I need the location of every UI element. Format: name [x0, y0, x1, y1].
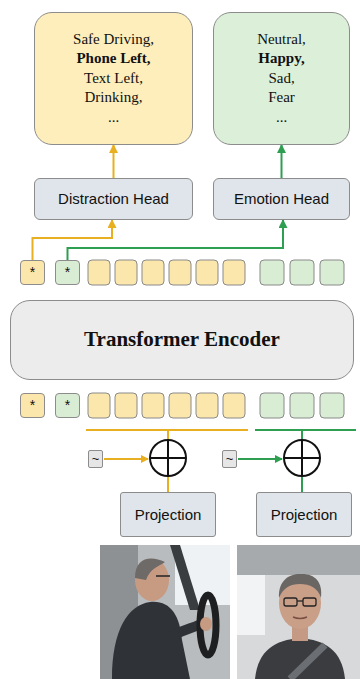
drawing-part — [88, 260, 110, 285]
node-label: Emotion Head — [234, 190, 329, 208]
drawing-part — [290, 260, 314, 285]
connector-arrow — [281, 145, 283, 178]
drawing-part — [115, 260, 137, 285]
node-label: ~ — [92, 451, 100, 467]
driver-side-photo — [100, 545, 230, 679]
cls-token: * — [20, 393, 45, 418]
node-label: ... — [108, 108, 119, 128]
drawing-part — [303, 598, 316, 606]
node-label: ~ — [226, 451, 234, 467]
drawing-part — [169, 260, 191, 285]
drawing-part — [284, 598, 297, 606]
drawing-part — [200, 617, 212, 631]
drawing-part — [301, 476, 303, 492]
drawing-part — [167, 440, 169, 476]
connector-arrow — [113, 145, 115, 178]
node-label: Projection — [135, 506, 202, 524]
drawing-part — [237, 545, 360, 575]
node-label: Neutral, — [257, 30, 306, 50]
drawing-part — [135, 559, 165, 580]
node-label: Fear — [268, 88, 295, 108]
drawing-part — [284, 440, 320, 476]
distraction-classes: Safe Driving,Phone Left,Text Left,Drinki… — [34, 12, 193, 145]
node-label: Phone Left, — [76, 49, 150, 69]
projection-box: Projection — [120, 492, 216, 537]
token-row-top — [88, 260, 344, 285]
head-box: Emotion Head — [213, 178, 350, 220]
drawing-part — [223, 393, 245, 418]
encoder-box: Transformer Encoder — [10, 300, 354, 380]
connector-arrow — [33, 220, 113, 260]
drawing-part — [293, 617, 307, 619]
drawing-part — [135, 559, 169, 601]
drawing-part — [237, 545, 360, 679]
node-label: * — [30, 264, 35, 281]
drawing-part — [88, 393, 110, 418]
node-label: * — [65, 264, 70, 281]
drawing-part — [301, 430, 303, 440]
node-label: * — [65, 397, 70, 414]
add-symbol — [150, 440, 320, 476]
drawing-part — [238, 458, 282, 460]
drawing-part — [301, 440, 303, 476]
node-label: Transformer Encoder — [84, 327, 280, 352]
head-box: Distraction Head — [34, 178, 193, 220]
drawing-part — [196, 393, 218, 418]
drawing-part — [167, 476, 169, 492]
projection-box: Projection — [256, 492, 352, 537]
drawing-part — [115, 393, 137, 418]
drawing-part — [142, 393, 164, 418]
drawing-part — [200, 595, 216, 655]
drawing-part — [112, 602, 190, 679]
cls-token: * — [20, 260, 45, 285]
drawing-part — [196, 260, 218, 285]
drawing-part — [290, 393, 314, 418]
node-label: Drinking, — [85, 88, 143, 108]
node-label: Sad, — [268, 69, 294, 89]
node-label: ... — [276, 108, 287, 128]
drawing-part — [290, 645, 325, 679]
drawing-part — [104, 458, 148, 460]
drawing-part — [320, 393, 344, 418]
input-wires — [86, 430, 356, 492]
drawing-part — [142, 260, 164, 285]
token-row-bottom — [88, 393, 344, 418]
drawing-part — [156, 575, 170, 577]
connector-arrow — [68, 220, 284, 260]
drawing-part — [169, 393, 191, 418]
drawing-part — [150, 440, 186, 476]
drawing-part — [320, 260, 344, 285]
emotion-classes: Neutral,Happy,Sad,Fear... — [213, 12, 350, 145]
drawing-part — [260, 393, 284, 418]
pos-embedding: ~ — [88, 450, 103, 468]
node-label: * — [30, 397, 35, 414]
node-label: Happy, — [258, 49, 304, 69]
cls-token: * — [55, 393, 80, 418]
drawing-part — [237, 575, 265, 635]
drawing-part — [255, 429, 356, 431]
node-label: Distraction Head — [58, 190, 169, 208]
node-label: Text Left, — [84, 69, 143, 89]
driver-front-photo — [237, 545, 360, 679]
drawing-part — [297, 600, 303, 601]
drawing-part — [255, 638, 345, 679]
drawing-part — [167, 430, 169, 440]
node-label: Safe Driving, — [73, 30, 154, 50]
cls-token: * — [55, 260, 80, 285]
drawing-part — [279, 574, 321, 598]
drawing-part — [223, 260, 245, 285]
pos-embedding: ~ — [222, 450, 237, 468]
drawing-part — [260, 260, 284, 285]
drawing-part — [100, 545, 230, 679]
drawing-part — [170, 545, 200, 610]
node-label: Projection — [271, 506, 338, 524]
